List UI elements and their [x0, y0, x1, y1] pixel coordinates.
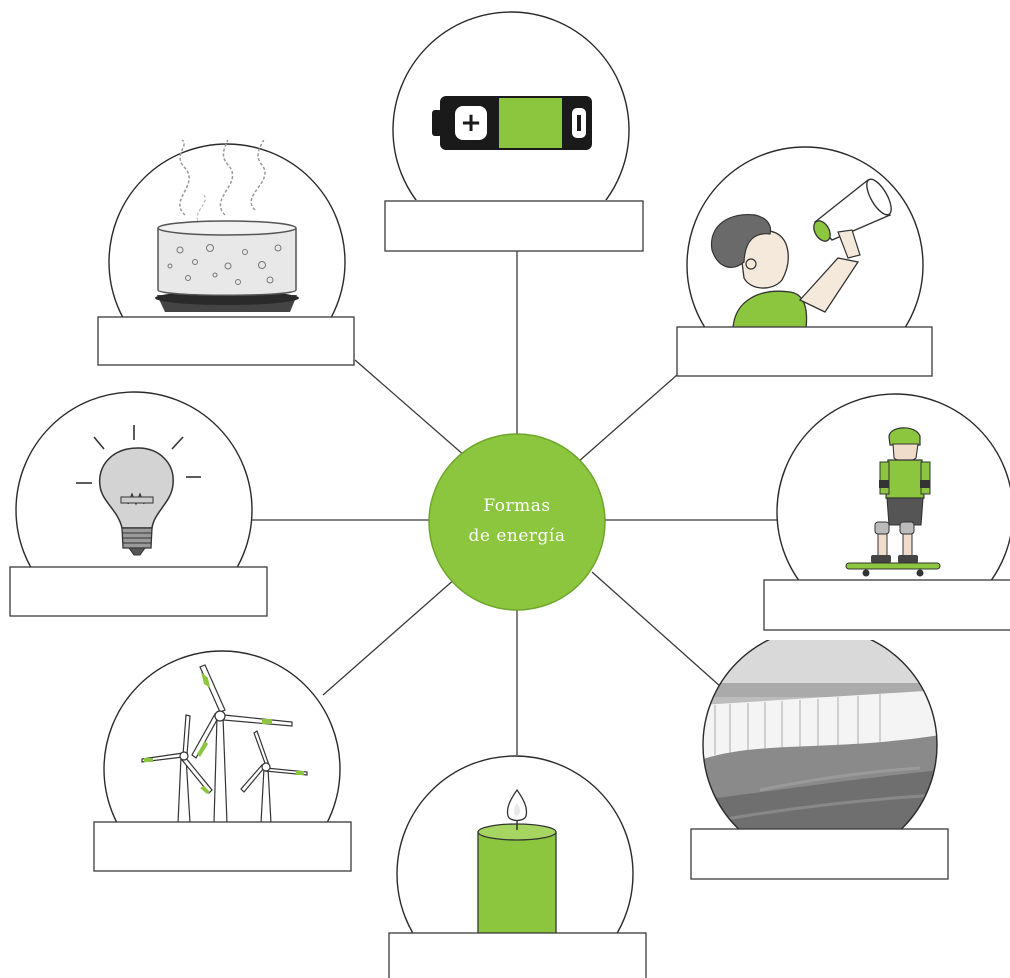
candle-icon — [477, 788, 557, 933]
node-skater — [763, 393, 1010, 631]
node-battery: + — [384, 11, 644, 252]
answer-box-skater[interactable] — [763, 579, 1010, 631]
center-circle — [428, 433, 606, 611]
node-candle — [388, 755, 647, 978]
wind-turbine-icon — [141, 664, 308, 823]
node-pot — [97, 140, 355, 366]
battery-icon: + — [432, 96, 592, 150]
svg-text:+: + — [460, 108, 482, 138]
bubble-waterfall — [702, 640, 938, 830]
spoke-megaphone — [577, 374, 678, 463]
light-bulb-icon — [76, 425, 201, 556]
skateboarder-icon — [845, 427, 941, 577]
megaphone-icon — [710, 178, 892, 327]
answer-box-pot[interactable] — [97, 316, 355, 366]
node-megaphone — [676, 146, 933, 377]
center-node: Formas de energía — [428, 433, 606, 611]
node-wind — [93, 650, 352, 872]
answer-box-battery[interactable] — [384, 200, 644, 252]
center-title-line1: Formas — [483, 496, 550, 516]
answer-box-megaphone[interactable] — [676, 326, 933, 377]
node-waterfall — [690, 640, 949, 880]
spoke-wind — [322, 577, 457, 696]
spokes — [250, 250, 778, 755]
waterfall-icon — [703, 640, 937, 830]
answer-box-wind[interactable] — [93, 821, 352, 872]
node-bulb — [9, 391, 268, 617]
boiling-pot-icon — [155, 140, 299, 312]
spoke-waterfall — [591, 571, 731, 696]
answer-box-bulb[interactable] — [9, 566, 268, 617]
spoke-pot — [354, 359, 466, 457]
answer-box-waterfall[interactable] — [690, 828, 949, 880]
center-title-line2: de energía — [469, 526, 566, 546]
answer-box-candle[interactable] — [388, 932, 647, 978]
